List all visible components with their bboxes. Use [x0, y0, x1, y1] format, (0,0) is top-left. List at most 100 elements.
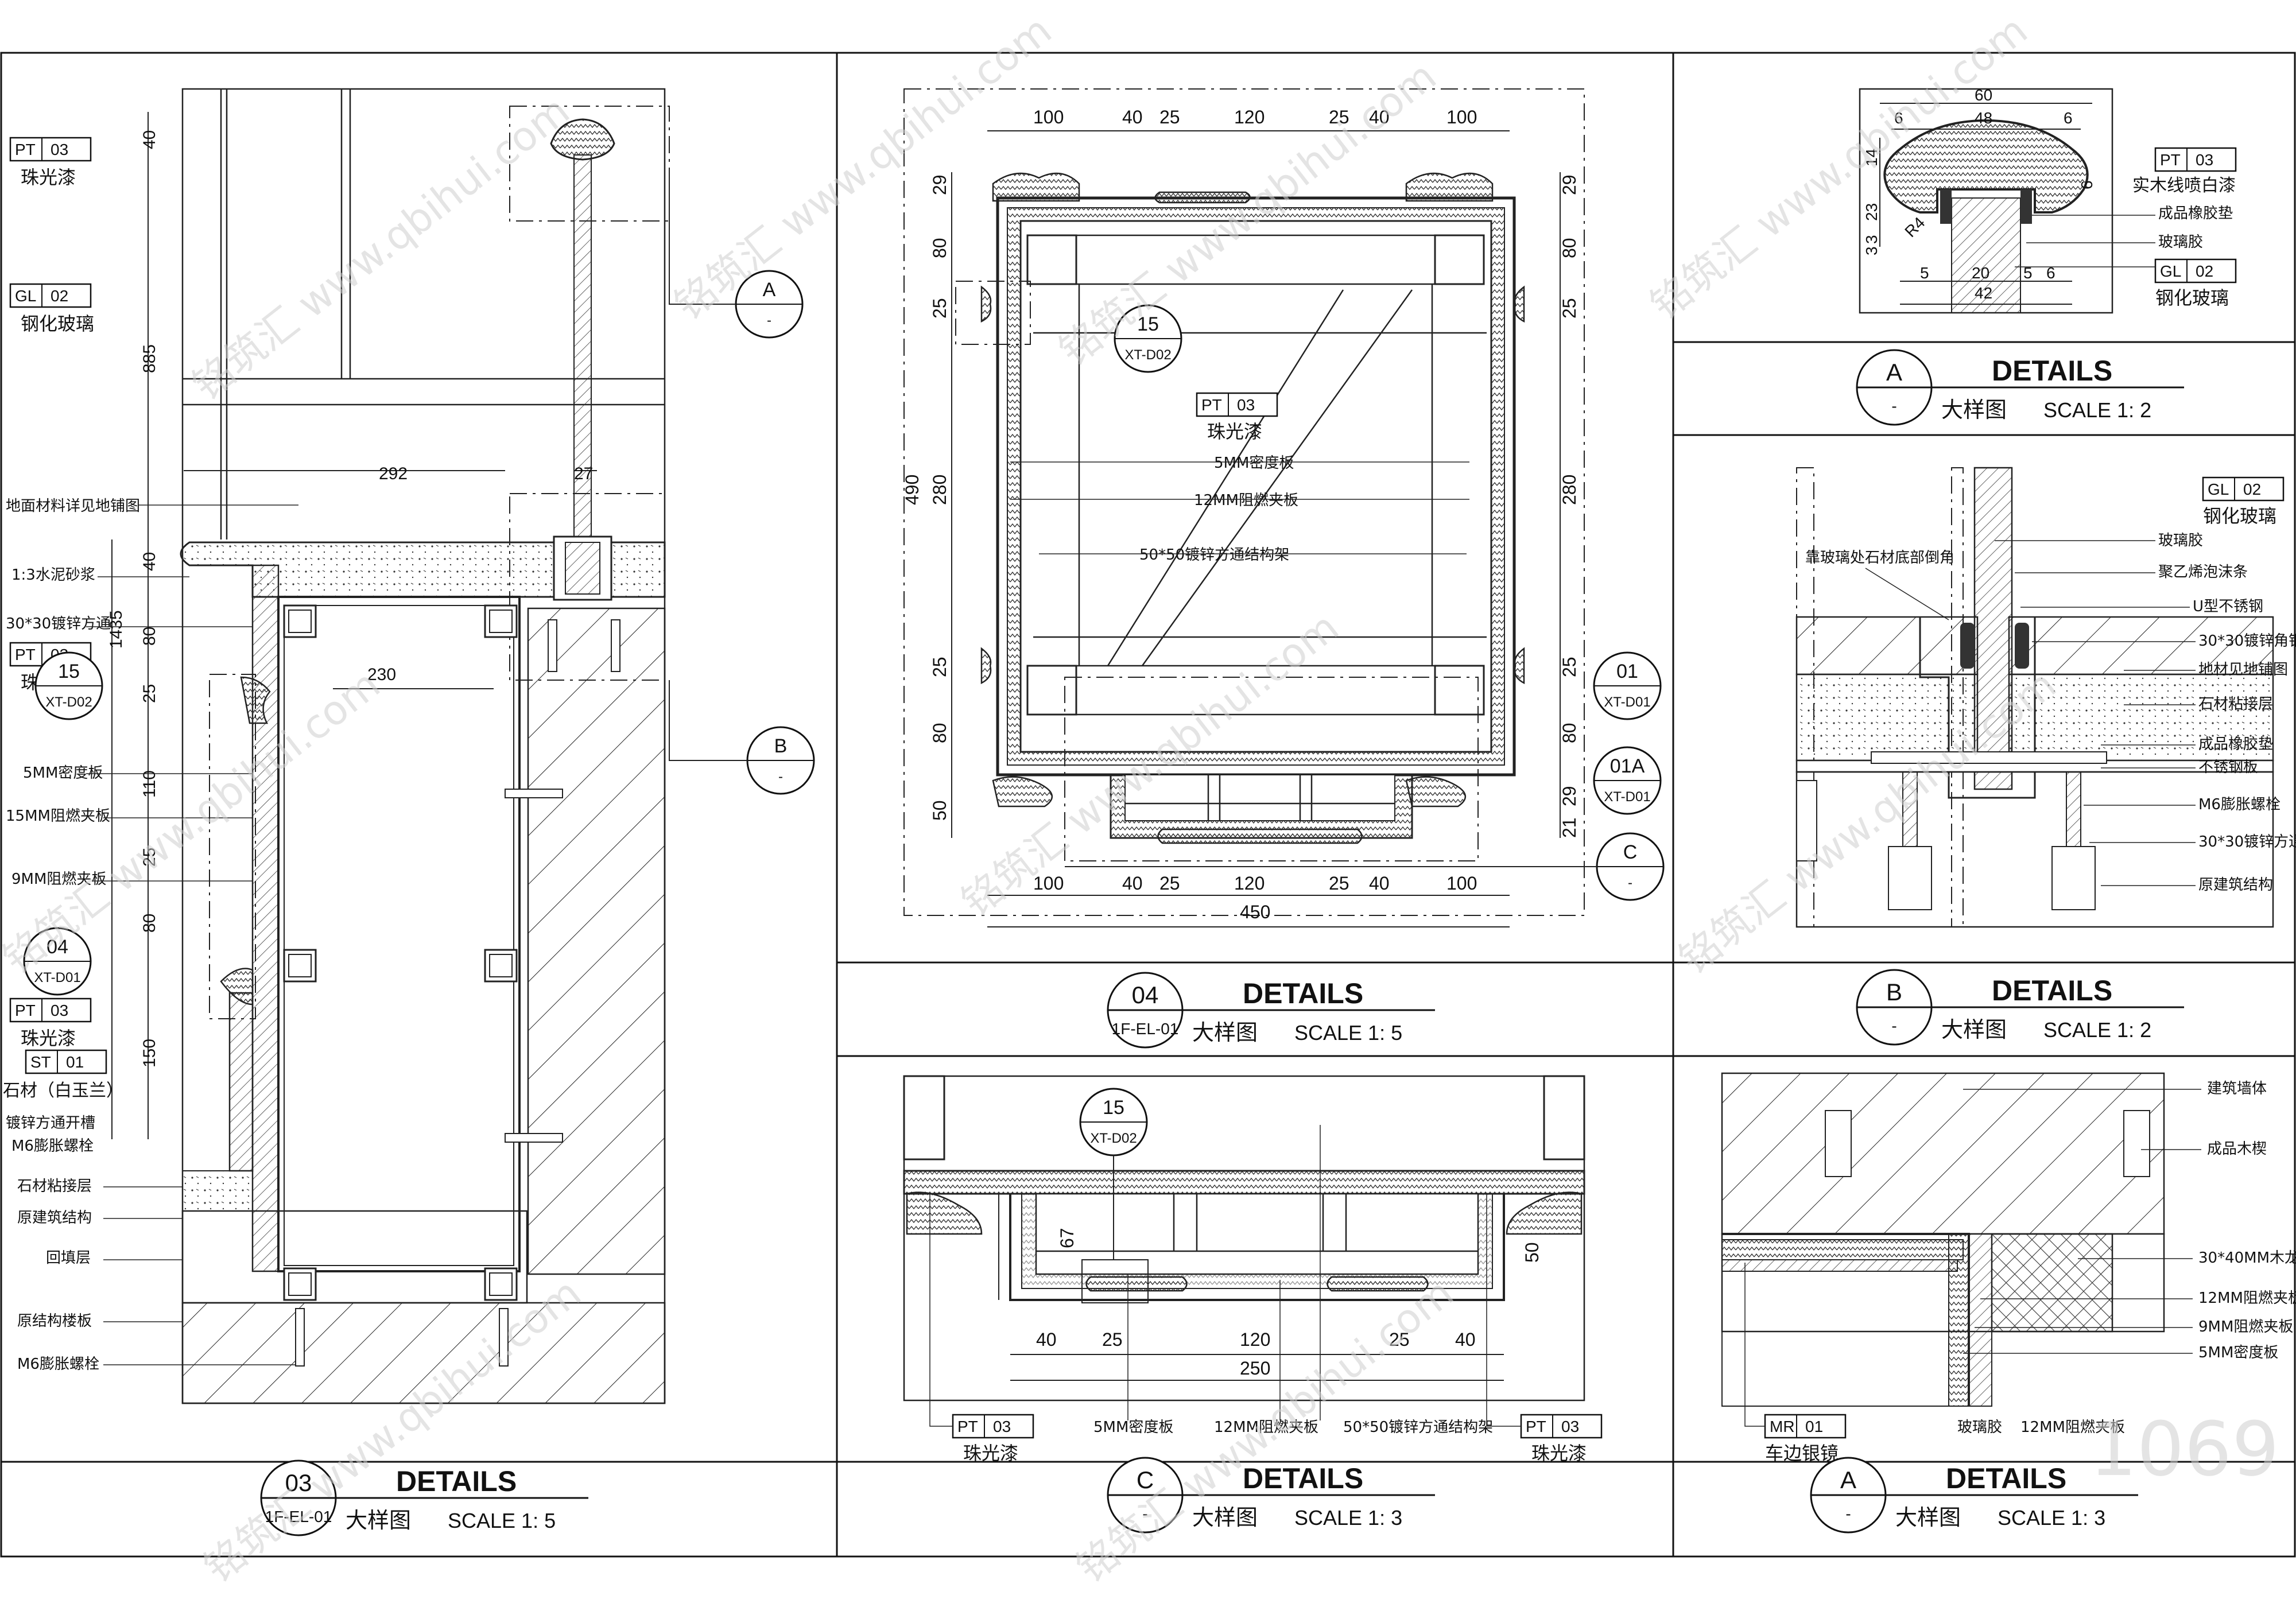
panel04-title: 04 1F-EL-01 DETAILS 大样图 SCALE 1: 5 — [1107, 972, 1435, 1049]
note: 50*50镀锌方通结构架 — [1343, 1419, 1493, 1436]
dim: 100 — [1446, 873, 1477, 894]
tag-label: 实木线喷白漆 — [2132, 176, 2236, 196]
tag-code: PT — [15, 141, 36, 158]
dim: 42 — [1975, 284, 1992, 302]
callout-ref: - — [1628, 875, 1632, 891]
note: 12MM阻燃夹板 — [1214, 1419, 1318, 1436]
tag-num: 01 — [66, 1053, 84, 1071]
dim: 40 — [1122, 107, 1143, 127]
title-word: DETAILS — [1243, 1462, 1363, 1495]
title-ref: 1F-EL-01 — [265, 1508, 332, 1526]
note: 不锈钢板 — [2198, 759, 2258, 776]
note: M6膨胀螺栓 — [11, 1138, 94, 1155]
detail-panel-a: 60 6 48 6 14 23 3 3 6 5 20 5 6 42 R4 PT … — [1856, 86, 2237, 426]
note: 30*30镀锌角钢 — [2198, 632, 2296, 650]
note: 地材见地铺图 — [2198, 661, 2288, 678]
note: 12MM阻燃夹板 — [2198, 1290, 2296, 1307]
section-callout: 01A XT-D01 — [1593, 746, 1662, 815]
callout-number: A — [763, 279, 776, 301]
callout-number: C — [1623, 841, 1638, 863]
callout-ref: XT-D02 — [1124, 347, 1171, 363]
note: 50*50镀锌方通结构架 — [1139, 546, 1289, 564]
material-tag: ST 01 石材（白玉兰） — [3, 1049, 123, 1101]
panelA2-bottom-notes: 玻璃胶 12MM阻燃夹板 — [1957, 1419, 2125, 1436]
title-cn: 大样图 — [1941, 1017, 2007, 1042]
title-cn: 大样图 — [1192, 1505, 1258, 1530]
detail-panel-04: 100 40 25 120 25 40 100 100 40 25 120 25… — [902, 88, 1665, 1049]
note: 12MM阻燃夹板 — [2020, 1419, 2125, 1436]
dim: 25 — [1102, 1329, 1123, 1350]
dim: 1435 — [107, 610, 126, 649]
note: 石材粘接层 — [17, 1178, 92, 1195]
watermark-code: 1069 — [2089, 1406, 2279, 1493]
tag-code: PT — [1526, 1418, 1546, 1435]
dim: 5 — [2023, 264, 2033, 282]
section-callout: B - — [746, 726, 815, 795]
dim: 3 — [1863, 235, 1880, 244]
dim: 6 — [2064, 109, 2073, 127]
tag-code: PT — [15, 1002, 36, 1019]
callout-ref: XT-D02 — [1090, 1131, 1137, 1146]
dim: 60 — [1975, 86, 1992, 104]
dim: 21 — [1559, 817, 1580, 838]
dim: 885 — [140, 344, 159, 373]
detail-panel-c: 40 25 120 25 40 250 67 50 15 XT-D02 PT 0… — [903, 1075, 1603, 1534]
title-cn: 大样图 — [1941, 397, 2007, 422]
section-callout: A - — [735, 270, 804, 339]
section-callout: 15 XT-D02 — [1079, 1088, 1148, 1156]
title-number: A — [1886, 359, 1902, 386]
tag-num: 03 — [993, 1418, 1011, 1435]
dim: 29 — [1559, 786, 1580, 806]
detail-panel-03: 40 885 40 1435 80 25 110 25 80 150 292 2… — [3, 88, 815, 1536]
title-scale: SCALE 1: 2 — [2043, 1018, 2151, 1042]
panelC-dims: 40 25 120 25 40 250 67 50 — [1036, 1228, 1542, 1379]
dim: 6 — [1894, 109, 1903, 127]
tag-num: 03 — [1237, 396, 1255, 414]
callout-ref: - — [778, 769, 783, 785]
dim: 29 — [1559, 174, 1580, 195]
material-tag: MR 01 车边银镜 — [1764, 1414, 1847, 1464]
title-number: B — [1886, 979, 1902, 1006]
note: U型不锈钢 — [2193, 598, 2263, 615]
section-callout: 15 XT-D02 — [34, 651, 103, 720]
note: M6膨胀螺栓 — [17, 1356, 99, 1373]
note: 原建筑结构 — [17, 1209, 92, 1226]
tag-label: 珠光漆 — [21, 1027, 76, 1049]
material-tag: PT 03 珠光漆 — [9, 137, 92, 188]
sheet-frame — [0, 52, 2296, 1558]
dim: 67 — [1057, 1228, 1077, 1248]
dim: 50 — [929, 800, 950, 821]
note: 聚乙烯泡沫条 — [2158, 564, 2248, 581]
note: 玻璃胶 — [2158, 532, 2203, 549]
dim: 120 — [1240, 1329, 1270, 1350]
material-tag: PT 03 珠光漆 — [1520, 1414, 1603, 1464]
title-word: DETAILS — [1946, 1462, 2066, 1495]
tag-label: 珠光漆 — [21, 166, 76, 188]
material-tag: GL 02 钢化玻璃 — [9, 283, 94, 335]
dim: 3 — [1863, 246, 1880, 255]
dim: 40 — [1369, 873, 1390, 894]
note: M6膨胀螺栓 — [2198, 796, 2281, 813]
tag-num: 01 — [1805, 1418, 1823, 1435]
note: 建筑墙体 — [2207, 1080, 2267, 1097]
section-callout: 01 XT-D01 — [1593, 651, 1662, 720]
material-tag: PT 03 实木线喷白漆 — [2132, 147, 2237, 196]
tag-code: ST — [30, 1053, 51, 1071]
note: 9MM阻燃夹板 — [11, 871, 106, 888]
tag-code: GL — [15, 287, 36, 305]
dim: 40 — [1122, 873, 1143, 894]
material-tag: GL 02 钢化玻璃 — [2154, 258, 2237, 309]
title-scale: SCALE 1: 2 — [2043, 398, 2151, 422]
title-number: A — [1840, 1466, 1856, 1493]
panelA2-title: A - DETAILS 大样图 SCALE 1: 3 — [1810, 1457, 2138, 1534]
callout-ref: XT-D02 — [45, 694, 92, 710]
tag-code: GL — [2160, 262, 2181, 280]
panel03-title: 03 1F-EL-01 DETAILS 大样图 SCALE 1: 5 — [260, 1460, 588, 1536]
note: 玻璃胶 — [2158, 234, 2203, 251]
panel04-dims: 100 40 25 120 25 40 100 100 40 25 120 25… — [902, 107, 1580, 922]
dim: 280 — [929, 475, 950, 505]
panel03-callouts: 15 XT-D02 04 XT-D01 A - B - — [23, 178, 815, 996]
tag-label: 车边银镜 — [1765, 1442, 1839, 1464]
left-note: 靠玻璃处石材底部倒角 — [1805, 549, 1954, 566]
